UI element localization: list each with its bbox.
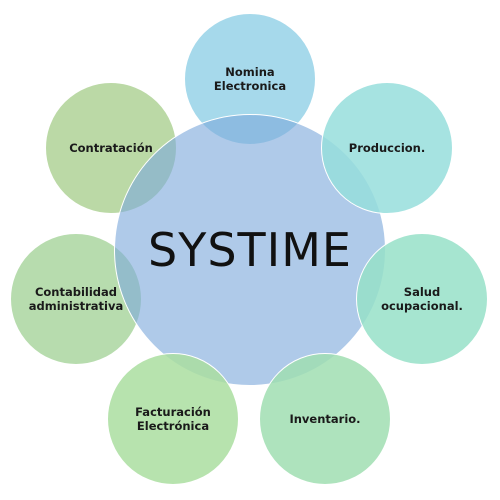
node-label: Contratación	[69, 140, 153, 155]
node-label: Nomina Electronica	[213, 64, 287, 93]
node-produccion: Produccion.	[321, 82, 453, 214]
node-label: Inventario.	[289, 411, 361, 426]
node-inventario: Inventario.	[259, 353, 391, 485]
node-label: Facturación Electrónica	[135, 404, 211, 433]
node-salud-ocupacional: Salud ocupacional.	[356, 233, 488, 365]
node-label: Contabilidad administrativa	[28, 284, 124, 313]
node-label: Salud ocupacional.	[381, 284, 463, 313]
node-facturacion-electronica: Facturación Electrónica	[107, 353, 239, 485]
node-label: Produccion.	[348, 140, 426, 155]
center-title: SYSTIME	[148, 223, 352, 277]
